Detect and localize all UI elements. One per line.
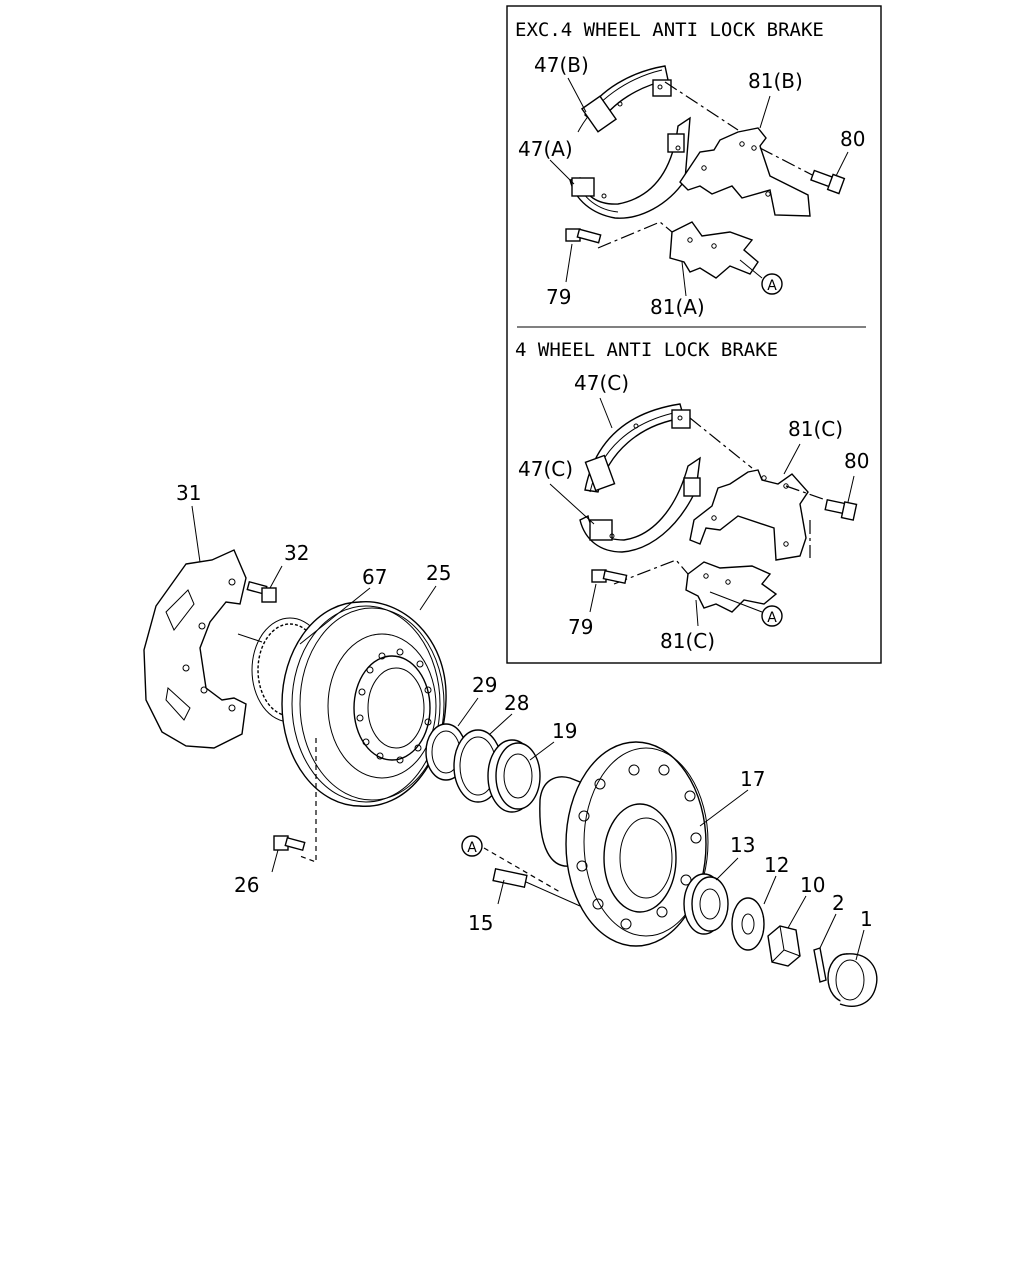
cotter-pin-2 <box>813 947 827 983</box>
brake-shoe-lower-47a <box>569 116 691 219</box>
hub-cap-1 <box>827 953 878 1007</box>
callout-79: 79 <box>546 285 571 309</box>
leader-line <box>299 738 317 863</box>
callout-15: 15 <box>468 911 493 935</box>
callout-2: 2 <box>832 891 845 915</box>
bolt-80-icon <box>824 498 858 521</box>
inset-frame <box>506 5 882 664</box>
brake-disc-25 <box>281 601 447 807</box>
backing-plate-81a <box>669 221 759 279</box>
backing-plate-81c-upper <box>689 469 809 561</box>
inset-bottom-title: 4 WHEEL ANTI LOCK BRAKE <box>515 339 778 361</box>
callout-47b: 47(B) <box>534 53 589 77</box>
svg-text:A: A <box>767 278 777 294</box>
callout-80: 80 <box>840 127 865 151</box>
brake-shoe-upper-47b <box>577 65 672 133</box>
leader-line <box>483 847 561 893</box>
callout-47c-bottom: 47(C) <box>518 457 573 481</box>
callout-12: 12 <box>764 853 789 877</box>
svg-text:A: A <box>767 610 777 626</box>
leader-line <box>237 633 263 643</box>
wheel-hub-17 <box>539 741 709 947</box>
callout-81c-top: 81(C) <box>788 417 843 441</box>
callout-29: 29 <box>472 673 497 697</box>
callout-26: 26 <box>234 873 259 897</box>
callout-47a: 47(A) <box>518 137 573 161</box>
inset-top-title: EXC.4 WHEEL ANTI LOCK BRAKE <box>515 19 824 41</box>
ref-marker-a: A <box>761 605 783 627</box>
bearing-13 <box>683 873 729 935</box>
callout-28: 28 <box>504 691 529 715</box>
castle-nut-10 <box>767 925 801 967</box>
callout-25: 25 <box>426 561 451 585</box>
leader-line <box>664 81 739 131</box>
callout-79-lower: 79 <box>568 615 593 639</box>
ref-marker-a: A <box>461 835 483 857</box>
bolt-80-icon <box>810 169 846 195</box>
washer-12 <box>731 897 765 951</box>
callout-31: 31 <box>176 481 201 505</box>
svg-text:A: A <box>467 840 477 856</box>
leader-line <box>785 485 827 501</box>
callout-leaders <box>191 77 865 961</box>
callout-17: 17 <box>740 767 765 791</box>
callout-47c-top: 47(C) <box>574 371 629 395</box>
callout-81c-bottom: 81(C) <box>660 629 715 653</box>
callout-19: 19 <box>552 719 577 743</box>
dust-shield-31 <box>143 549 247 749</box>
leader-line <box>759 147 823 181</box>
wheel-stud-15 <box>492 867 581 907</box>
brake-shoe-lower-47c <box>579 456 701 553</box>
callout-67: 67 <box>362 565 387 589</box>
callout-81b: 81(B) <box>748 69 803 93</box>
leader-line <box>613 559 689 585</box>
callout-1: 1 <box>860 907 873 931</box>
callout-81a: 81(A) <box>650 295 705 319</box>
bolt-79-icon <box>591 569 628 585</box>
backing-plate-81c-lower <box>685 561 778 613</box>
leader-line <box>689 417 753 469</box>
callout-80-lower: 80 <box>844 449 869 473</box>
callout-13: 13 <box>730 833 755 857</box>
bolt-26-icon <box>273 835 306 852</box>
callout-10: 10 <box>800 873 825 897</box>
callout-labels: 47(B) 47(A) 81(B) 80 79 81(A) 47(C) 47(C… <box>176 53 873 935</box>
bolt-79-icon <box>565 228 602 244</box>
backing-plate-81b <box>679 127 811 217</box>
ref-marker-a: A <box>761 273 783 295</box>
brake-shoe-upper-47c <box>584 403 691 493</box>
bolt-32-icon <box>246 580 277 603</box>
leader-line <box>597 221 673 249</box>
bearing-19 <box>487 739 541 813</box>
callout-32: 32 <box>284 541 309 565</box>
